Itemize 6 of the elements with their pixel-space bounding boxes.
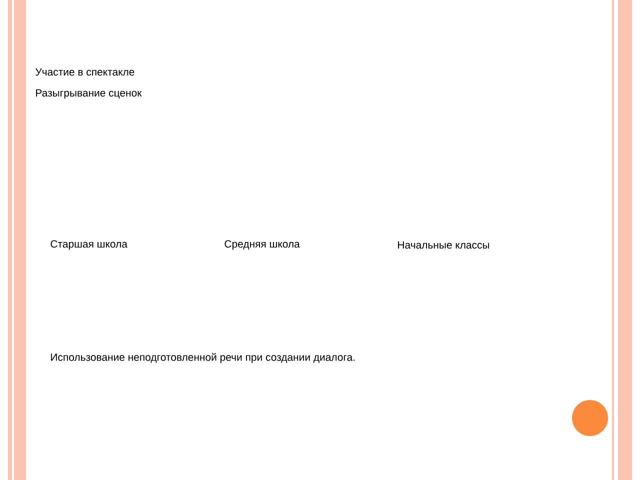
text-label: Средняя школа: [224, 240, 300, 250]
text-label: Старшая школа: [50, 240, 128, 250]
text-label: Участие в спектакле: [36, 68, 134, 76]
text-label: Начальные классы: [398, 241, 490, 249]
text-label: Использование неподготовленной речи при создании диалога.: [51, 353, 355, 363]
text-label: Разыгрывание сценок: [36, 89, 142, 99]
